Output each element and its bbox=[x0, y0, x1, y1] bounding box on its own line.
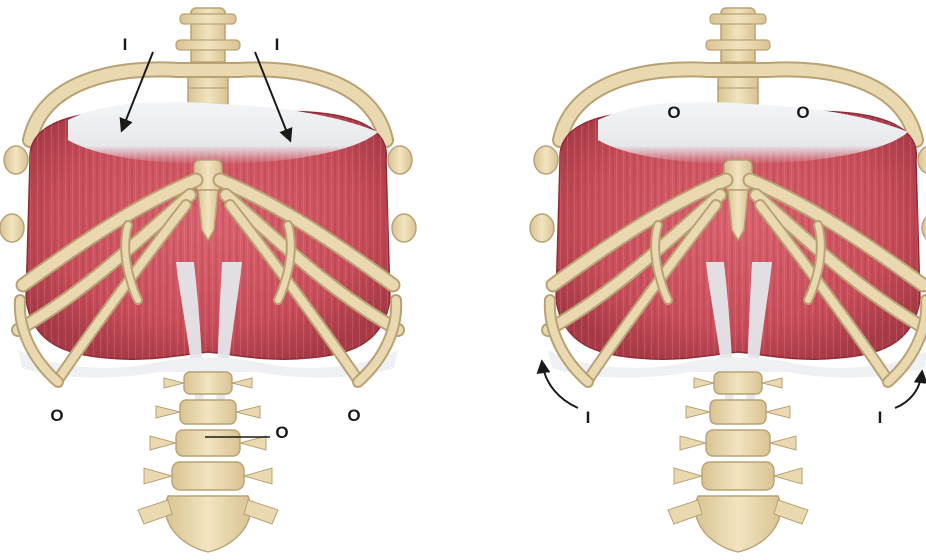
diaphragm-illustration-left bbox=[0, 8, 416, 552]
left-panel: I I O O O bbox=[0, 8, 416, 552]
insertion-label-right-panel-right: I bbox=[878, 408, 883, 427]
origin-label-left: O bbox=[50, 406, 63, 425]
insertion-label-left-b: I bbox=[275, 35, 280, 54]
insertion-label-left-a: I bbox=[123, 35, 128, 54]
origin-label-lumbar: O bbox=[275, 423, 288, 442]
diaphragm-illustration-right bbox=[530, 8, 926, 552]
origin-label-right-panel-a: O bbox=[667, 103, 680, 122]
insertion-label-right-panel-left: I bbox=[586, 408, 591, 427]
right-panel: O O I I bbox=[530, 8, 926, 552]
origin-label-right-panel-b: O bbox=[796, 103, 809, 122]
origin-label-right: O bbox=[347, 406, 360, 425]
